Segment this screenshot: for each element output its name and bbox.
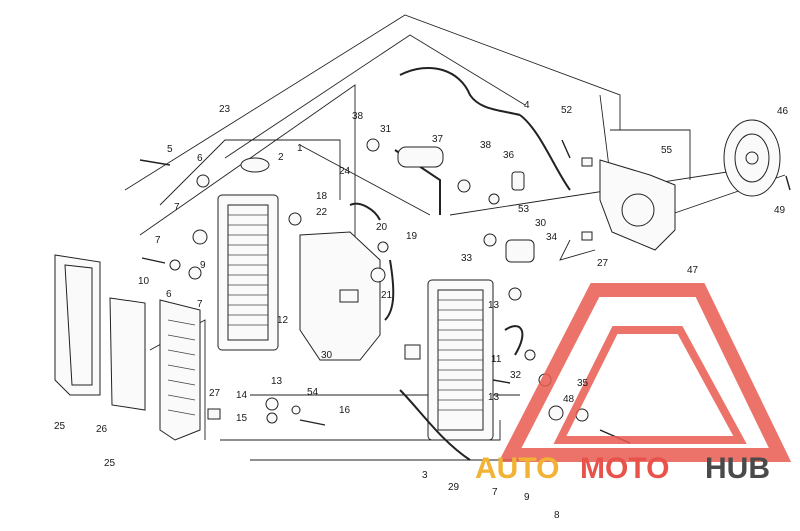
callout-13-mid: 13 bbox=[488, 300, 500, 311]
callout-9-left: 9 bbox=[200, 260, 206, 271]
callout-18: 18 bbox=[316, 191, 328, 202]
callout-46: 46 bbox=[777, 106, 789, 117]
callout-11: 11 bbox=[491, 354, 502, 365]
callout-10: 10 bbox=[138, 276, 150, 287]
callout-36: 36 bbox=[503, 150, 515, 161]
callout-7: 7 bbox=[492, 487, 498, 498]
callout-8: 8 bbox=[554, 510, 560, 521]
callout-38-left: 38 bbox=[352, 111, 364, 122]
thermostat-housing bbox=[397, 146, 535, 263]
callout-48: 48 bbox=[563, 394, 575, 405]
callout-30-left: 30 bbox=[321, 350, 333, 361]
callout-7-left: 7 bbox=[174, 202, 180, 213]
callout-47: 47 bbox=[687, 265, 699, 276]
callout-37: 37 bbox=[432, 134, 444, 145]
callout-38-right: 38 bbox=[480, 140, 492, 151]
callout-6-low: 6 bbox=[166, 289, 172, 300]
cooling-fan bbox=[723, 119, 781, 197]
callout-53: 53 bbox=[518, 204, 530, 215]
watermark-logo bbox=[498, 283, 792, 462]
callout-labels: 1 2 3 4 5 6 7 8 9 10 11 12 13 14 15 16 1… bbox=[54, 100, 789, 521]
callout-22: 22 bbox=[316, 207, 328, 218]
callout-54: 54 bbox=[307, 387, 319, 398]
callout-55: 55 bbox=[661, 145, 673, 156]
fittings bbox=[169, 138, 593, 424]
radiator-shrouds bbox=[54, 254, 201, 441]
callout-21: 21 bbox=[381, 290, 393, 301]
watermark-text: AUTO MOTO HUB bbox=[475, 452, 770, 485]
callout-2: 2 bbox=[278, 152, 284, 163]
callout-29: 29 bbox=[448, 482, 460, 493]
callout-23: 23 bbox=[219, 104, 231, 115]
callout-19: 19 bbox=[406, 231, 418, 242]
callout-9: 9 bbox=[524, 492, 530, 503]
callout-25-left: 25 bbox=[54, 421, 66, 432]
callout-35: 35 bbox=[577, 378, 589, 389]
callout-7-mid: 7 bbox=[155, 235, 161, 246]
callout-4: 4 bbox=[524, 100, 530, 111]
callout-14: 14 bbox=[236, 390, 248, 401]
left-radiator bbox=[217, 194, 279, 351]
callout-13: 13 bbox=[271, 376, 283, 387]
watermark-hub: HUB bbox=[705, 452, 770, 485]
callout-32: 32 bbox=[510, 370, 522, 381]
bolts bbox=[139, 139, 791, 444]
callout-1: 1 bbox=[297, 143, 303, 154]
watermark-moto: MOTO bbox=[580, 452, 669, 485]
callout-5: 5 bbox=[167, 144, 173, 155]
callout-30-right: 30 bbox=[535, 218, 547, 229]
callout-26: 26 bbox=[96, 424, 108, 435]
right-radiator bbox=[427, 279, 494, 441]
bracket-plate bbox=[599, 159, 676, 251]
callout-7-low: 7 bbox=[197, 299, 203, 310]
callout-34: 34 bbox=[546, 232, 558, 243]
expansion-tank bbox=[299, 231, 381, 361]
callout-27-right: 27 bbox=[597, 258, 609, 269]
callout-49: 49 bbox=[774, 205, 786, 216]
callout-25-bottom: 25 bbox=[104, 458, 116, 469]
callout-24: 24 bbox=[339, 166, 351, 177]
callout-52: 52 bbox=[561, 105, 573, 116]
callout-13-low: 13 bbox=[488, 392, 500, 403]
callout-31: 31 bbox=[380, 124, 392, 135]
watermark-auto: AUTO bbox=[475, 452, 559, 485]
callout-12: 12 bbox=[277, 315, 289, 326]
callout-3: 3 bbox=[422, 470, 428, 481]
callout-6: 6 bbox=[197, 153, 203, 164]
callout-15: 15 bbox=[236, 413, 248, 424]
callout-33: 33 bbox=[461, 253, 473, 264]
callout-27-left: 27 bbox=[209, 388, 221, 399]
callout-20: 20 bbox=[376, 222, 388, 233]
callout-16: 16 bbox=[339, 405, 351, 416]
